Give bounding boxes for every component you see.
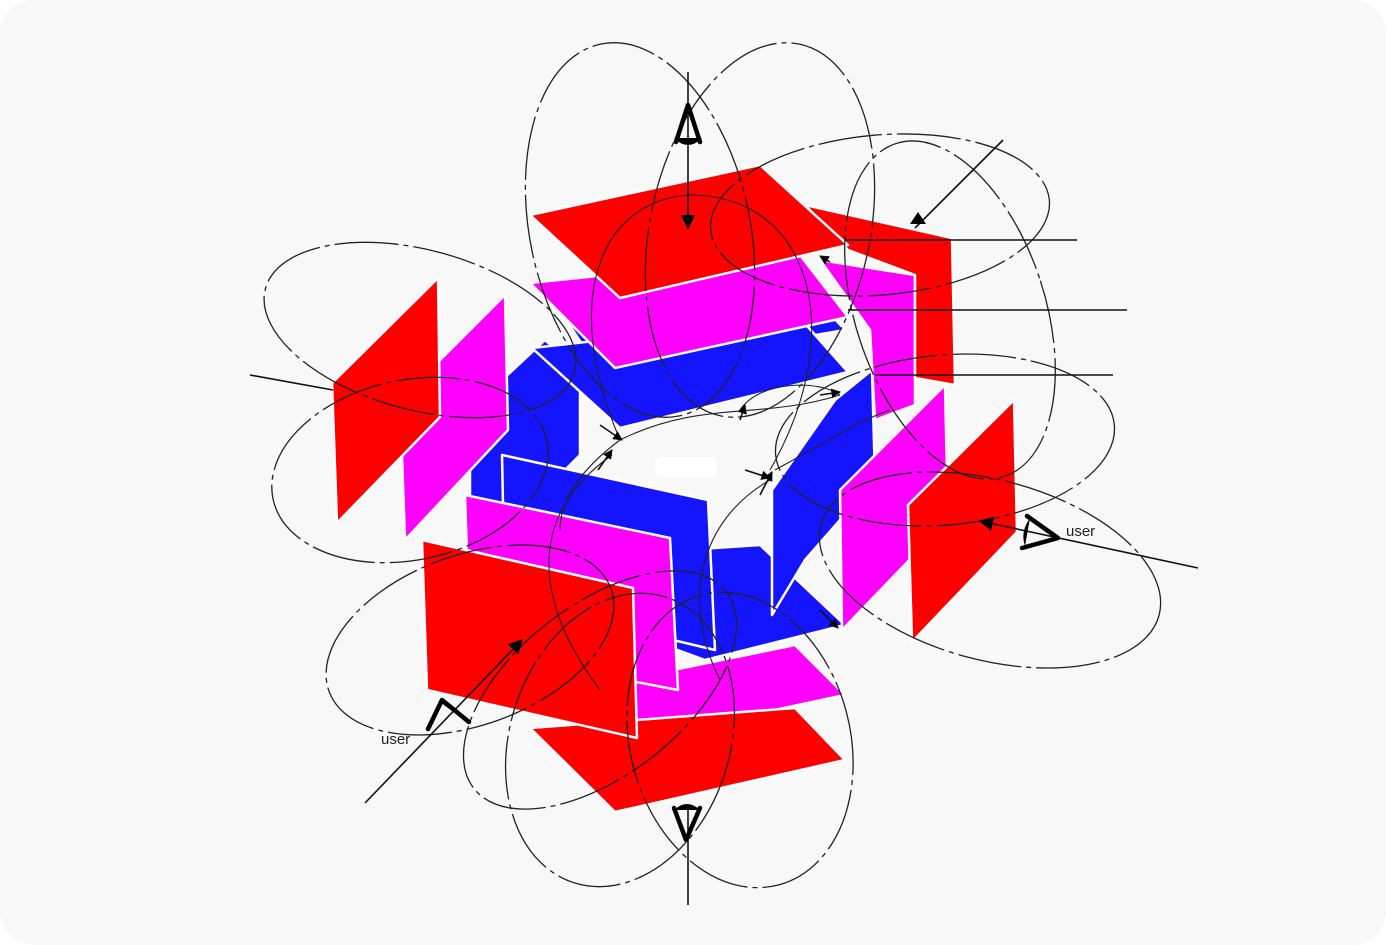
center-arrow-1 [599, 424, 623, 441]
center-arrows [597, 255, 841, 629]
center-arrow-4 [759, 471, 773, 496]
orbit-left-front-b [462, 570, 738, 810]
outer-panel-right [906, 398, 1019, 644]
orbit-bottom-left [504, 592, 736, 888]
center-arrow-5 [819, 388, 841, 399]
center-arrow-7 [819, 255, 831, 265]
top-right-diagonal [914, 139, 1004, 229]
orbit-bottom-right [626, 591, 854, 889]
center-label-box [655, 457, 717, 477]
orbit-left-front-a [325, 544, 615, 736]
outer-panel-top [528, 163, 850, 300]
eye-bottom-icon [671, 804, 703, 843]
inner-curve-4 [548, 454, 613, 691]
leader-lines [249, 72, 1199, 905]
orbit-top-right-a [709, 133, 1051, 297]
inner-curve-5 [699, 479, 771, 681]
inner-curve-1 [590, 194, 691, 441]
right-user-line [978, 516, 1199, 569]
center-arrow-6 [819, 609, 839, 629]
outer-panel-bottom [528, 706, 847, 814]
outer-panel-left [330, 276, 442, 525]
left-line [249, 374, 334, 391]
eye-left-icon [425, 697, 472, 732]
orbit-right-a [774, 353, 1116, 527]
center-arrow-2 [597, 449, 613, 471]
outer-panel-top-right [803, 203, 957, 387]
orbit-left-a [263, 241, 577, 419]
orbit-top-right [644, 42, 876, 418]
center-arrow-8 [737, 404, 747, 421]
user-label-left: user [381, 731, 410, 748]
user-label-right: user [1066, 523, 1095, 540]
middle-panel-left [398, 293, 510, 542]
left-user-line [364, 638, 523, 804]
inner-curve-3 [619, 394, 841, 441]
orbit-right-b [818, 471, 1162, 669]
inner-curve-2 [689, 194, 813, 471]
eye-top-icon [673, 102, 703, 145]
eye-right-icon [1019, 513, 1061, 551]
eye-top-right-icon [910, 212, 926, 224]
orbit-left-b [271, 376, 549, 564]
inner-curve-7 [774, 409, 891, 471]
